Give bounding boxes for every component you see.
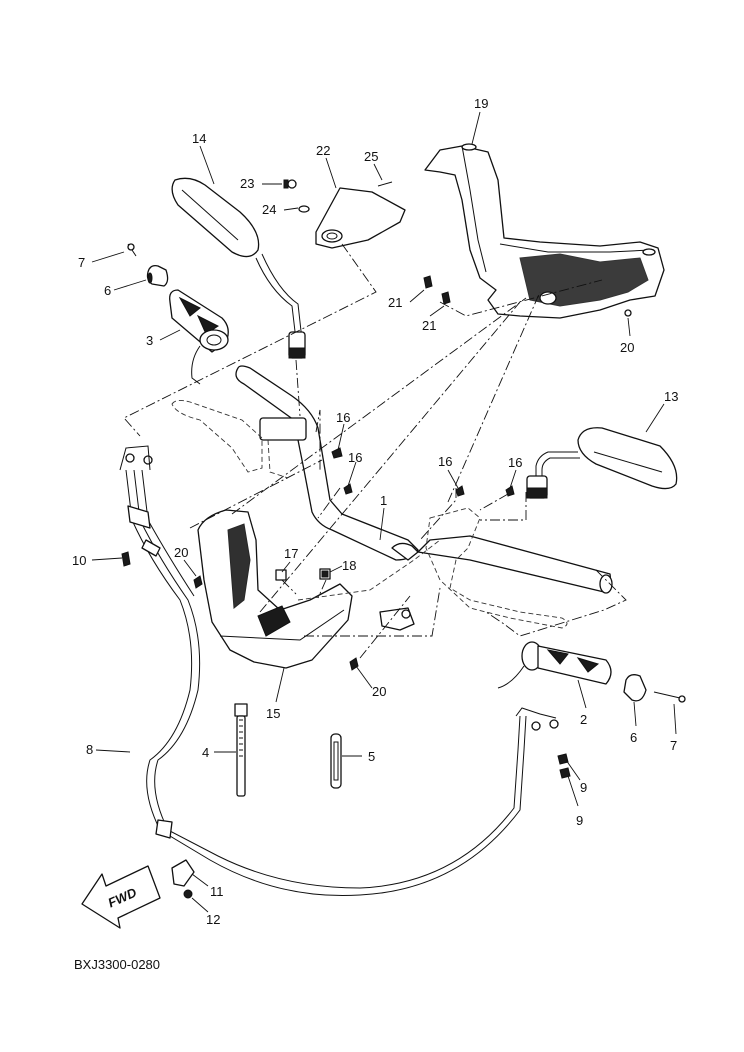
callout-13: 13: [664, 389, 678, 404]
callout-21-b: 21: [422, 318, 436, 333]
callout-19: 19: [474, 96, 488, 111]
callout-1: 1: [380, 493, 387, 508]
callout-23: 23: [240, 176, 254, 191]
left-lever-outline: [171, 399, 263, 473]
part-5-band: [330, 733, 342, 789]
part-2-right-grip: [497, 641, 612, 689]
part-6-balancer-right: [623, 674, 647, 702]
part-6-balancer-left: [146, 264, 169, 287]
part-19-rear-cover: [424, 143, 665, 319]
callout-16-d: 16: [508, 455, 522, 470]
part-20-screws: [193, 309, 632, 671]
callout-11: 11: [210, 884, 224, 899]
callout-20-top: 20: [620, 340, 634, 355]
part-25-spring: [377, 181, 393, 187]
callout-7-right: 7: [670, 738, 677, 753]
part-13-right-mirror: [526, 427, 678, 499]
callout-17: 17: [284, 546, 298, 561]
callout-9-b: 9: [576, 813, 583, 828]
figure-code: BXJ3300-0280: [74, 957, 161, 972]
callout-numbers: 19 14 22 25 23 24 7 6 3 21 21 20 16 16 1…: [72, 96, 678, 927]
part-7-bolt-left: [127, 243, 137, 257]
callout-leaders: [91, 111, 677, 913]
callout-22: 22: [316, 143, 330, 158]
part-9-screws: [557, 753, 571, 779]
part-14-left-mirror: [171, 177, 306, 359]
part-8-cables: [119, 445, 559, 897]
callout-16-c: 16: [438, 454, 452, 469]
part-23-screw: [283, 179, 297, 189]
part-21-screws: [423, 275, 451, 305]
part-10-screw: [121, 551, 131, 567]
assembly-lead-lines: [123, 243, 627, 659]
callout-24: 24: [262, 202, 276, 217]
right-lever-outline: [425, 507, 568, 629]
part-7-bolt-right: [653, 691, 686, 703]
part-12-nut: [183, 889, 193, 899]
callout-12: 12: [206, 912, 220, 927]
callout-16-a: 16: [336, 410, 350, 425]
callout-10: 10: [72, 553, 86, 568]
callout-20-left: 20: [174, 545, 188, 560]
callout-7-left: 7: [78, 255, 85, 270]
part-3-left-grip: [169, 289, 229, 385]
part-4-cable-tie: [234, 703, 248, 797]
callout-3: 3: [146, 333, 153, 348]
callout-6-right: 6: [630, 730, 637, 745]
callout-16-b: 16: [348, 450, 362, 465]
callout-15: 15: [266, 706, 280, 721]
callout-5: 5: [368, 749, 375, 764]
callout-2: 2: [580, 712, 587, 727]
part-24-washer: [298, 205, 310, 213]
part-11-bracket: [171, 859, 195, 887]
fwd-arrow: FWD: [81, 865, 161, 929]
callout-25: 25: [364, 149, 378, 164]
callout-9-a: 9: [580, 780, 587, 795]
part-15-front-cover: [197, 509, 441, 669]
callout-6-left: 6: [104, 283, 111, 298]
callout-21-a: 21: [388, 295, 402, 310]
callout-18: 18: [342, 558, 356, 573]
part-17-nut: [275, 569, 287, 581]
callout-20-bottom: 20: [372, 684, 386, 699]
callout-8: 8: [86, 742, 93, 757]
part-18-clip: [319, 568, 331, 580]
callout-14: 14: [192, 131, 206, 146]
callout-4: 4: [202, 745, 209, 760]
part-22-emblem-cover: [315, 187, 406, 249]
